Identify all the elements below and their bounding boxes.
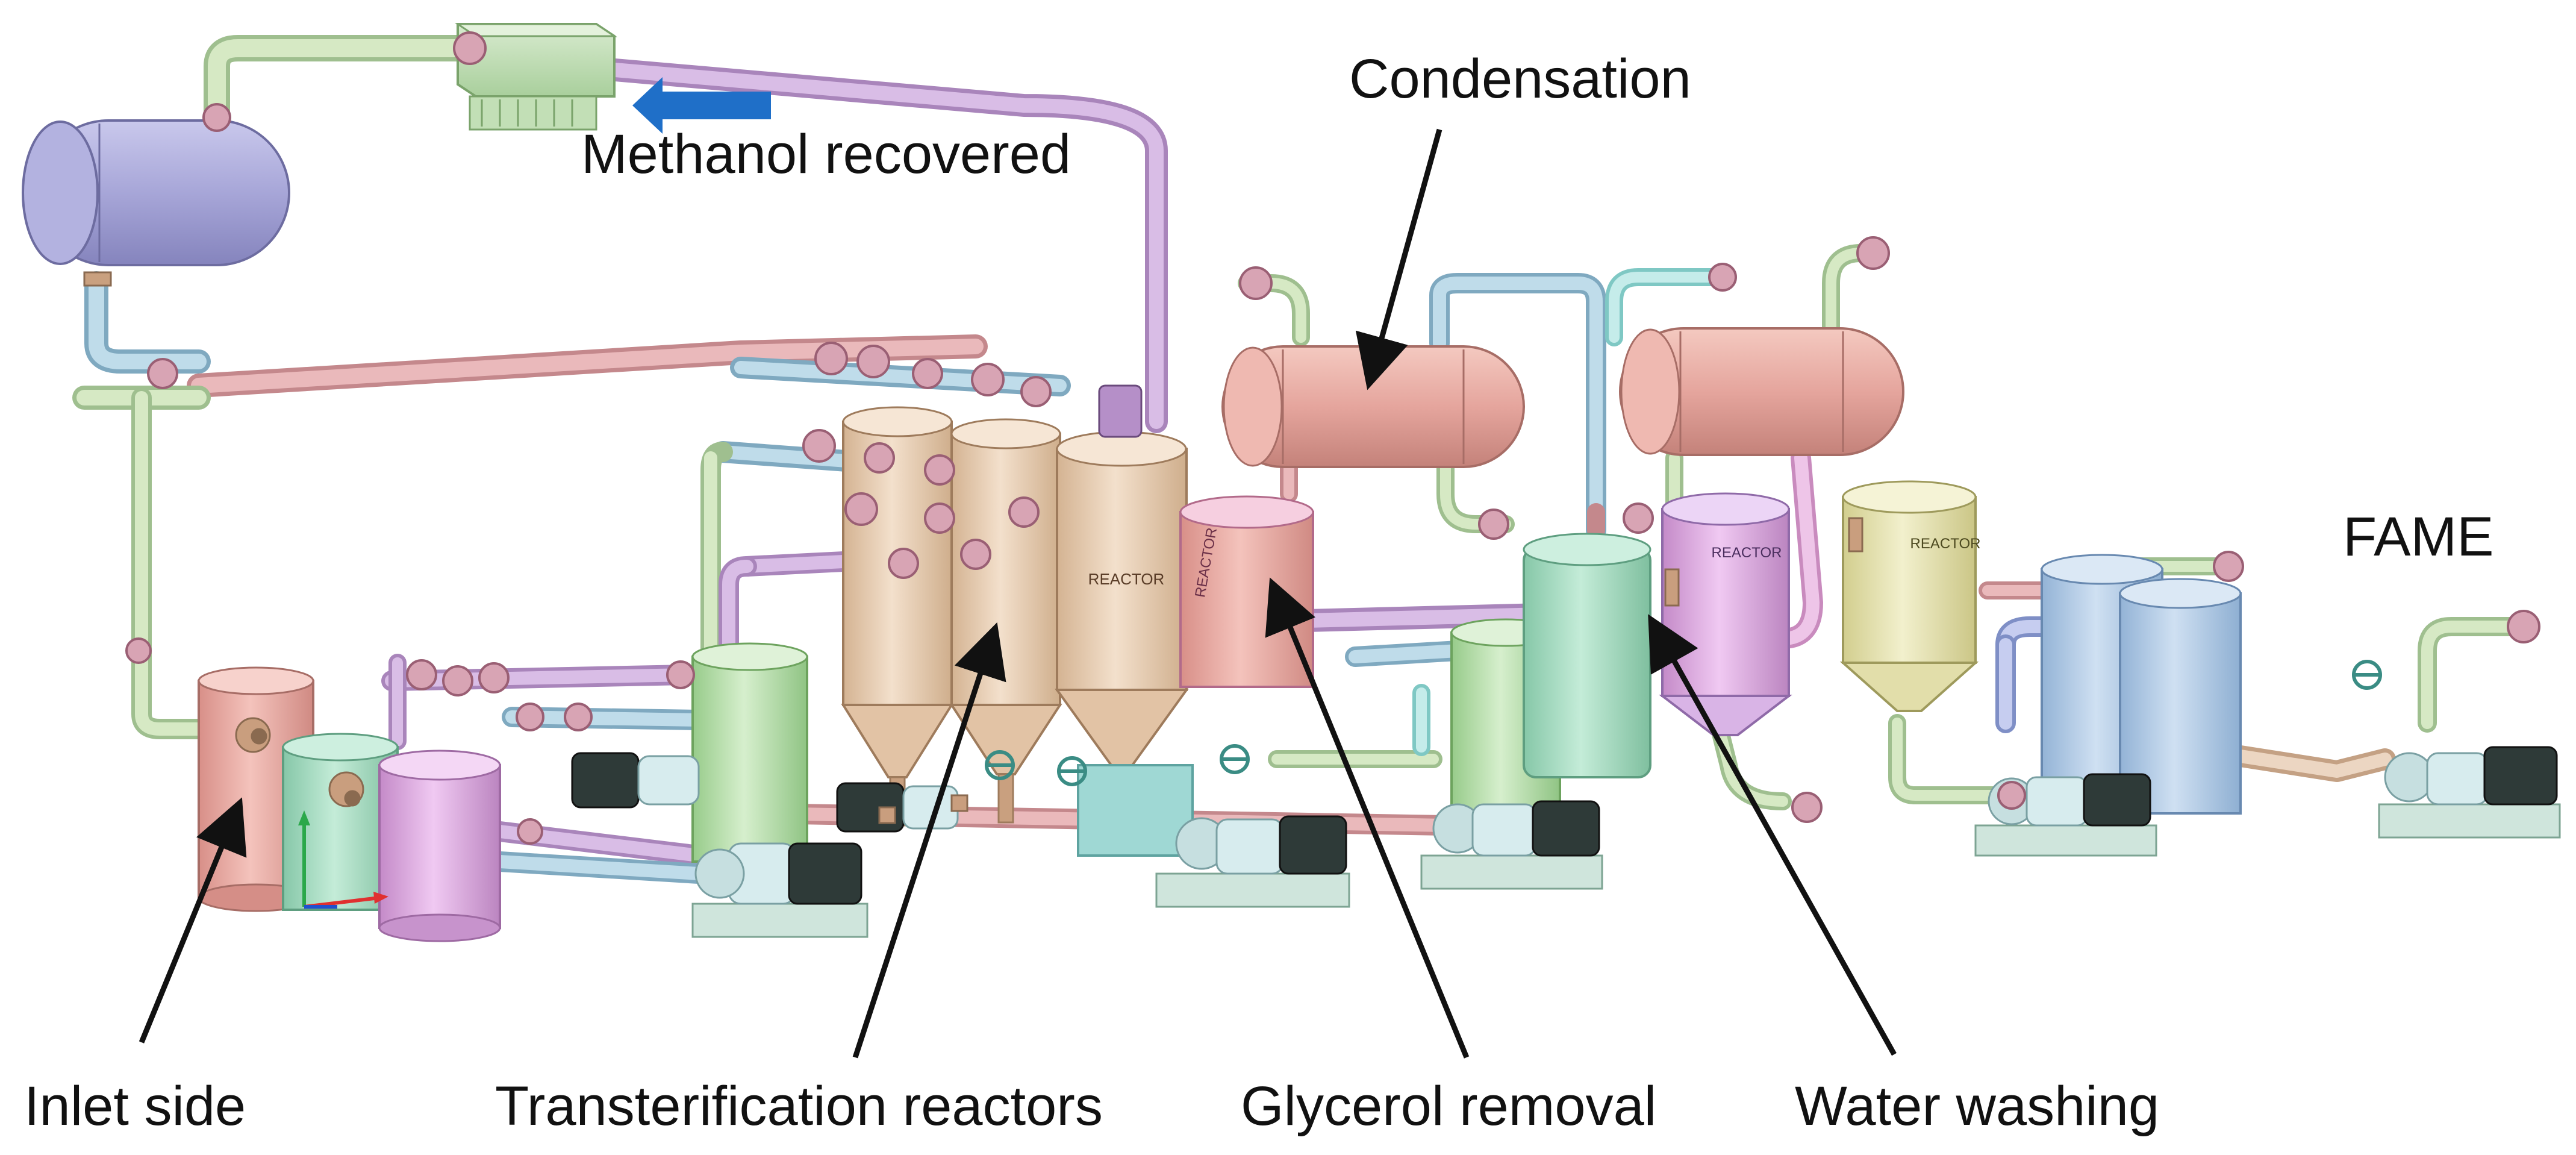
label-inlet-side: Inlet side	[24, 1075, 246, 1137]
pump-inlet	[691, 842, 869, 938]
motor-top-reactor	[1098, 384, 1143, 438]
arrow-transesterification	[852, 622, 1006, 1059]
coordinate-axes-icon	[298, 810, 388, 909]
inlet-tank-violet	[378, 750, 501, 942]
arrow-glycerol	[1265, 577, 1470, 1059]
glycerol-settler-pink: REACTOR	[1179, 495, 1314, 688]
methanol-flow-arrow	[632, 77, 771, 134]
annotation-arrows	[139, 128, 1897, 1059]
label-water-washing: Water washing	[1795, 1075, 2160, 1137]
reactor-2	[949, 418, 1062, 824]
piping-network	[72, 35, 2533, 884]
pump-glycerol	[1155, 815, 1350, 908]
pump-washing	[1420, 800, 1603, 890]
label-condensation: Condensation	[1349, 48, 1691, 110]
reactor-tag: REACTOR	[1088, 570, 1165, 588]
reactor-tag: REACTOR	[1712, 545, 1782, 561]
pipe-flanges	[125, 31, 2540, 845]
washing-reactor-yellow: REACTOR	[1839, 480, 1981, 712]
reactor-base-cyan	[1077, 764, 1194, 857]
condenser-1	[1221, 345, 1525, 468]
arrow-inlet	[139, 797, 247, 1044]
washing-reactor-violet: REACTOR	[1659, 492, 1792, 736]
methanol-storage-tank	[22, 119, 290, 287]
arrow-washing	[1648, 614, 1897, 1056]
reactor-tag: REACTOR	[1910, 536, 1981, 552]
arrow-condensation	[1355, 128, 1442, 390]
label-fame: FAME	[2343, 506, 2494, 568]
label-methanol-recovered: Methanol recovered	[581, 124, 1071, 185]
filter-column-green	[691, 642, 808, 863]
pump-fame	[2378, 746, 2561, 839]
valve-handwheels	[985, 660, 2382, 786]
pump-inlet-upper	[571, 752, 700, 809]
flange-rings-bronze	[235, 517, 1863, 824]
methanol-recovery-unit	[455, 23, 617, 131]
reactor-3: REACTOR	[1055, 431, 1189, 839]
label-transesterification-reactors: Transterification reactors	[495, 1075, 1103, 1137]
washing-column-teal	[1523, 533, 1651, 778]
condenser-2	[1619, 327, 1904, 456]
label-glycerol-removal: Glycerol removal	[1241, 1075, 1657, 1137]
